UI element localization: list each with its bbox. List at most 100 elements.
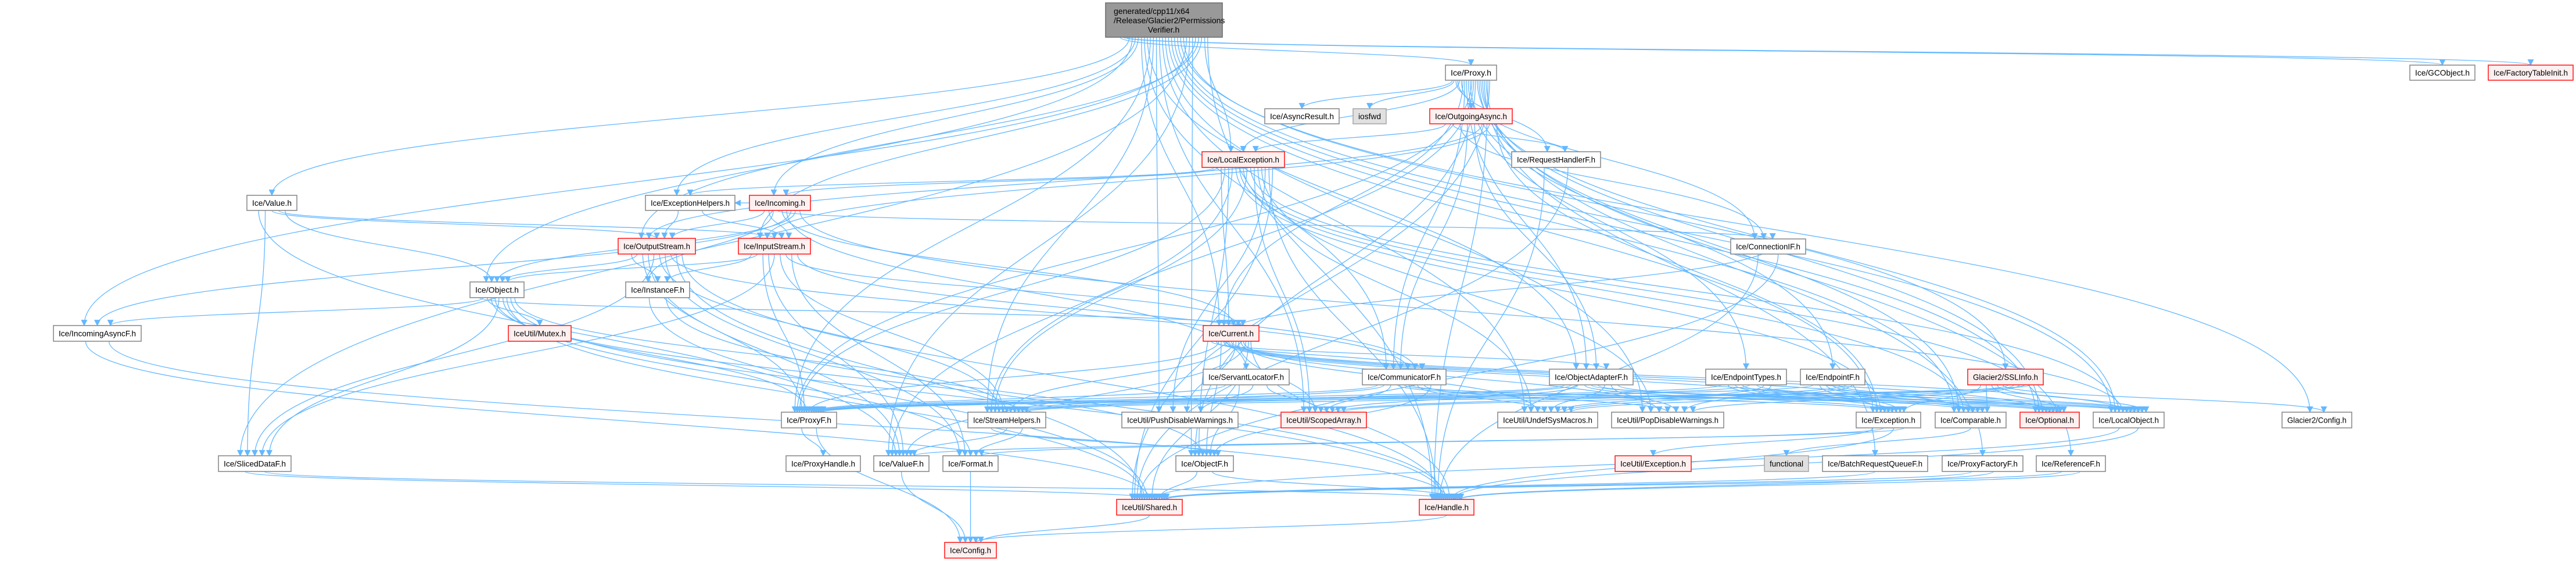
node-object[interactable]: Ice/Object.h [469,281,525,298]
edge-root-to-communicatorf [1144,37,1390,370]
node-mutex[interactable]: IceUtil/Mutex.h [508,325,572,342]
node-value[interactable]: Ice/Value.h [246,195,297,211]
edge-incoming-to-incomingasyncf [94,210,792,327]
node-batchrequestqueuef[interactable]: Ice/BatchRequestQueueF.h [1822,455,1928,472]
node-label: Ice/IncomingAsyncF.h [59,329,136,338]
edge-root-to-pushdisable [1156,37,1163,413]
edge-communicatorf-to-undefsysmacros [1417,384,1548,413]
edge-current-to-objectf [1203,341,1222,457]
node-sslinfo[interactable]: Glacier2/SSLInfo.h [1967,369,2044,385]
node-optional[interactable]: Ice/Optional.h [2019,412,2080,428]
node-proxyf[interactable]: Ice/ProxyF.h [781,412,837,428]
node-label: Ice/ObjectAdapterF.h [1555,373,1628,382]
edge-exceptionhelpers-to-outputstream [661,210,679,240]
node-handle[interactable]: Ice/Handle.h [1419,499,1474,516]
node-instancef[interactable]: Ice/InstanceF.h [625,281,690,298]
node-inputstream[interactable]: Ice/InputStream.h [738,238,811,255]
node-gcobject[interactable]: Ice/GCObject.h [2409,65,2475,81]
node-outgoingasync[interactable]: Ice/OutgoingAsync.h [1429,108,1513,124]
node-communicatorf[interactable]: Ice/CommunicatorF.h [1362,369,1447,385]
edge-endpointf-to-localobject [1838,384,2146,413]
node-exception[interactable]: Ice/Exception.h [1856,412,1921,428]
node-slicedataf[interactable]: Ice/SlicedDataF.h [218,455,292,472]
edge-objectadapterf-to-popdisable [1610,384,1680,413]
node-label: IceUtil/PopDisableWarnings.h [1617,416,1718,425]
edge-localexception-to-localobject [1250,167,2122,413]
edge-proxy-to-localexception [1240,80,1460,153]
edge-outgoingasync-to-inputstream [764,123,1490,240]
node-scopedarray[interactable]: IceUtil/ScopedArray.h [1280,412,1367,428]
edge-sslinfo-to-glacierconfig [2002,384,2327,413]
node-iceutilexception[interactable]: IceUtil/Exception.h [1615,455,1692,472]
node-asyncresult[interactable]: Ice/AsyncResult.h [1264,108,1340,124]
edge-objectadapterf-to-proxyf [813,384,1565,413]
edge-localexception-to-exception [1235,167,1884,413]
node-valuef[interactable]: Ice/ValueF.h [873,455,930,472]
edge-shared-to-config [977,514,1150,544]
node-label: Ice/EndpointTypes.h [1711,373,1781,382]
node-functional[interactable]: functional [1764,455,1809,472]
node-endpointf[interactable]: Ice/EndpointF.h [1800,369,1865,385]
edge-endpointtypes-to-proxyf [815,384,1721,413]
edge-root-to-gcobject [1122,37,2445,66]
node-label: Ice/InstanceF.h [631,285,684,295]
node-shared[interactable]: IceUtil/Shared.h [1116,499,1183,516]
edge-proxy-to-streamhelpers [988,80,1474,413]
edge-current-to-valuef [903,341,1247,457]
node-proxyhandle[interactable]: Ice/ProxyHandle.h [785,455,861,472]
node-objectadapterf[interactable]: Ice/ObjectAdapterF.h [1549,369,1634,385]
node-label: Ice/Current.h [1208,329,1254,338]
edge-incoming-to-outputstream [669,210,765,240]
node-iosfwd[interactable]: iosfwd [1352,108,1387,124]
edge-proxyf-to-proxyhandle [801,427,827,457]
edge-current-to-proxyf [806,341,1219,413]
node-label: IceUtil/Shared.h [1122,503,1177,512]
node-config[interactable]: Ice/Config.h [944,542,997,559]
node-requesthandlerf[interactable]: Ice/RequestHandlerF.h [1511,151,1601,168]
edge-proxy-to-asyncresult [1298,80,1453,110]
node-servantlocatorf[interactable]: Ice/ServantLocatorF.h [1203,369,1290,385]
edge-slicedataf-to-handle [264,471,1458,501]
node-undefsysmacros[interactable]: IceUtil/UndefSysMacros.h [1497,412,1598,428]
node-endpointtypes[interactable]: Ice/EndpointTypes.h [1705,369,1787,385]
node-glacierconfig[interactable]: Glacier2/Config.h [2281,412,2352,428]
edge-servantlocatorf-to-pushdisable [1197,384,1254,413]
node-comparable[interactable]: Ice/Comparable.h [1935,412,2007,428]
edge-endpointtypes-to-streamhelpers [1019,384,1750,413]
edge-outgoingasync-to-objectadapterf [1474,123,1600,370]
node-proxy[interactable]: Ice/Proxy.h [1445,65,1497,81]
edge-inputstream-to-current [785,253,1242,327]
edge-objectf-to-handle [1212,471,1461,501]
edge-localexception-to-incoming [783,167,1218,196]
root-label-line-1: generated/cpp11/x64 [1114,6,1190,16]
node-exceptionhelpers[interactable]: Ice/ExceptionHelpers.h [645,195,736,211]
node-incoming[interactable]: Ice/Incoming.h [749,195,811,211]
node-objectf[interactable]: Ice/ObjectF.h [1175,455,1234,472]
edge-root-to-optional [1174,37,2039,413]
node-localobject[interactable]: Ice/LocalObject.h [2093,412,2165,428]
node-pushdisable[interactable]: IceUtil/PushDisableWarnings.h [1121,412,1239,428]
node-popdisable[interactable]: IceUtil/PopDisableWarnings.h [1611,412,1724,428]
node-label: Ice/ObjectF.h [1181,459,1228,469]
edge-inputstream-to-proxyf [762,253,808,413]
edge-root-to-factorytableinit [1126,37,2534,66]
node-incomingasyncf[interactable]: Ice/IncomingAsyncF.h [53,325,142,342]
node-connectionif[interactable]: Ice/ConnectionIF.h [1730,238,1806,255]
node-proxyfactoryf[interactable]: Ice/ProxyFactoryF.h [1942,455,2024,472]
node-label: Ice/SlicedDataF.h [224,459,286,469]
node-label: IceUtil/UndefSysMacros.h [1503,416,1592,425]
node-streamhelpers[interactable]: Ice/StreamHelpers.h [967,412,1046,428]
node-localexception[interactable]: Ice/LocalException.h [1201,151,1285,168]
edge-localexception-to-optional [1243,167,2046,413]
node-factorytableinit[interactable]: Ice/FactoryTableInit.h [2488,65,2574,81]
node-label: Glacier2/Config.h [2287,416,2347,425]
edge-root-to-slicedataf [237,37,1187,457]
root-node-permissions-verifier[interactable]: generated/cpp11/x64 /Release/Glacier2/Pe… [1105,2,1225,38]
edge-exceptionhelpers-to-inputstream [701,210,785,240]
node-current[interactable]: Ice/Current.h [1203,325,1260,342]
node-outputstream[interactable]: Ice/OutputStream.h [618,238,696,255]
node-referencef[interactable]: Ice/ReferenceF.h [2036,455,2106,472]
edge-proxy-to-iosfwd [1366,80,1455,110]
edge-streamhelpers-to-valuef [907,427,1007,457]
node-format[interactable]: Ice/Format.h [942,455,999,472]
